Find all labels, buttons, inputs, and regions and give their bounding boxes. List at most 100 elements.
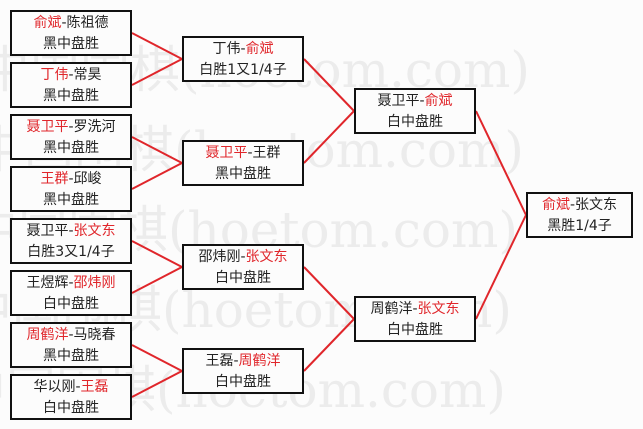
match-result: 黑胜1/4子 [547, 218, 612, 234]
player-black: 周鹤洋 [26, 327, 69, 343]
match-box-round1-4: 王群-邱峻黑中盘胜 [10, 166, 132, 212]
player-black: 周鹤洋 [370, 301, 413, 317]
match-box-round2-1: 丁伟-俞斌白胜1又1/4子 [182, 36, 304, 82]
separator: - [75, 379, 81, 395]
bracket-connector [303, 266, 355, 320]
match-box-round2-3: 邵炜刚-张文东白中盘胜 [182, 244, 304, 290]
match-result: 黑中盘胜 [43, 192, 99, 208]
player-black: 聂卫平 [26, 119, 69, 135]
match-players: 聂卫平-俞斌 [356, 91, 474, 112]
match-players: 王群-邱峻 [12, 169, 130, 190]
match-result: 白胜1又1/4子 [199, 62, 287, 78]
player-white: 俞斌 [424, 93, 453, 109]
player-black: 聂卫平 [205, 145, 248, 161]
match-result: 黑中盘胜 [43, 140, 99, 156]
player-black: 王磊 [205, 353, 234, 369]
bracket-connector [131, 136, 183, 164]
match-result: 黑中盘胜 [43, 348, 99, 364]
player-black: 丁伟 [40, 67, 69, 83]
player-white: 张文东 [73, 223, 116, 239]
final-match-box: 俞斌-张文东黑胜1/4子 [526, 192, 633, 238]
match-result: 黑中盘胜 [43, 36, 99, 52]
match-players: 周鹤洋-马晓春 [12, 325, 130, 346]
player-black: 聂卫平 [377, 93, 420, 109]
match-result: 白中盘胜 [43, 296, 99, 312]
separator: - [419, 93, 425, 109]
match-players: 聂卫平-王群 [184, 143, 302, 164]
player-white: 张文东 [245, 249, 288, 265]
match-players: 俞斌-陈祖德 [12, 13, 130, 34]
match-box-round1-2: 丁伟-常昊黑中盘胜 [10, 62, 132, 108]
separator: - [68, 223, 74, 239]
separator: - [61, 15, 67, 31]
player-black: 王煜辉 [26, 275, 69, 291]
separator: - [247, 145, 253, 161]
separator: - [68, 327, 74, 343]
match-players: 聂卫平-张文东 [12, 221, 130, 242]
match-players: 丁伟-俞斌 [184, 39, 302, 60]
match-players: 华以刚-王磊 [12, 377, 130, 398]
match-players: 周鹤洋-张文东 [356, 299, 474, 320]
separator: - [240, 41, 246, 57]
separator: - [68, 275, 74, 291]
match-result: 黑中盘胜 [43, 88, 99, 104]
match-players: 丁伟-常昊 [12, 65, 130, 86]
bracket-connector [475, 110, 527, 216]
player-black: 丁伟 [212, 41, 241, 57]
match-result: 黑中盘胜 [215, 166, 271, 182]
match-result: 白胜3又1/4子 [27, 244, 115, 260]
match-box-round2-2: 聂卫平-王群黑中盘胜 [182, 140, 304, 186]
player-white: 陈祖德 [66, 15, 109, 31]
separator: - [240, 249, 246, 265]
bracket-connector [131, 370, 183, 398]
player-white: 周鹤洋 [238, 353, 281, 369]
match-players: 王磊-周鹤洋 [184, 351, 302, 372]
match-box-round1-1: 俞斌-陈祖德黑中盘胜 [10, 10, 132, 56]
match-players: 邵炜刚-张文东 [184, 247, 302, 268]
separator: - [569, 197, 576, 213]
player-white: 张文东 [417, 301, 460, 317]
bracket-connector [303, 318, 355, 372]
match-box-round2-4: 王磊-周鹤洋白中盘胜 [182, 348, 304, 394]
match-result: 白中盘胜 [387, 114, 443, 130]
player-black: 邵炜刚 [198, 249, 241, 265]
bracket-connector [131, 162, 183, 190]
player-white: 罗洗河 [73, 119, 116, 135]
player-black: 聂卫平 [26, 223, 69, 239]
separator: - [412, 301, 418, 317]
bracket-connector [131, 266, 183, 294]
bracket-connector [131, 344, 183, 372]
player-white: 马晓春 [73, 327, 116, 343]
player-white: 张文东 [575, 197, 618, 213]
player-black: 俞斌 [33, 15, 62, 31]
match-box-round1-8: 华以刚-王磊白中盘胜 [10, 374, 132, 420]
player-black: 华以刚 [33, 379, 76, 395]
separator: - [233, 353, 239, 369]
match-players: 聂卫平-罗洗河 [12, 117, 130, 138]
match-box-round3-1: 聂卫平-俞斌白中盘胜 [354, 88, 476, 134]
match-box-round1-5: 聂卫平-张文东白胜3又1/4子 [10, 218, 132, 264]
player-black: 王群 [40, 171, 69, 187]
bracket-connector [475, 214, 527, 320]
player-white: 俞斌 [245, 41, 274, 57]
bracket-connector [131, 240, 183, 268]
bracket-connector [131, 32, 183, 60]
player-white: 常昊 [73, 67, 102, 83]
player-white: 王群 [252, 145, 281, 161]
player-white: 王磊 [80, 379, 109, 395]
match-box-round3-2: 周鹤洋-张文东白中盘胜 [354, 296, 476, 342]
match-players: 王煜辉-邵炜刚 [12, 273, 130, 294]
separator: - [68, 67, 74, 83]
match-result: 白中盘胜 [215, 270, 271, 286]
match-result: 白中盘胜 [387, 322, 443, 338]
bracket-connector [303, 110, 355, 164]
player-white: 邵炜刚 [73, 275, 116, 291]
match-box-round1-6: 王煜辉-邵炜刚白中盘胜 [10, 270, 132, 316]
match-result: 白中盘胜 [43, 400, 99, 416]
separator: - [68, 119, 74, 135]
match-box-round1-3: 聂卫平-罗洗河黑中盘胜 [10, 114, 132, 160]
separator: - [68, 171, 74, 187]
player-white: 邱峻 [73, 171, 102, 187]
bracket-connector [303, 58, 355, 112]
